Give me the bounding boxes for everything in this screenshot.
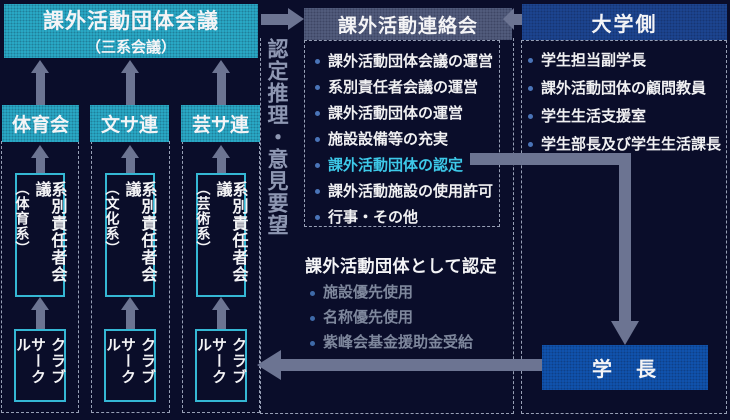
council-sublabel: （文化系） xyxy=(103,181,120,256)
list-item: 課外活動団体の顧問教員 xyxy=(524,74,724,102)
list-item: 行事・その他 xyxy=(304,204,500,230)
up-arrow-icon xyxy=(31,60,49,105)
certify-connector-horizontal xyxy=(470,153,631,165)
culture-council-box: 系別責任者会議 （文化系） xyxy=(103,173,158,297)
left-arrow-icon xyxy=(503,8,514,30)
sankei-council-subtitle: （三系会議） xyxy=(85,38,176,56)
culture-federation-label: 文サ連 xyxy=(100,114,158,136)
club-sublabel: サークル xyxy=(104,337,137,385)
certified-title: 課外活動団体として認定 xyxy=(305,257,497,277)
sankei-council-title: 課外活動団体会議 xyxy=(43,8,219,33)
list-item: 系別責任者会議の運営 xyxy=(304,74,500,100)
up-arrow-icon xyxy=(31,145,49,174)
list-item: 課外活動団体の運営 xyxy=(304,100,500,126)
renraku-title: 課外活動連絡会 xyxy=(337,14,478,37)
university-title: 大学側 xyxy=(591,11,658,36)
right-arrow-shaft xyxy=(261,14,289,25)
arts-council-box: 系別責任者会議 （芸術系） xyxy=(194,173,249,297)
list-item: 施設設備等の充実 xyxy=(304,126,500,152)
university-list: 学生担当副学長 課外活動団体の顧問教員 学生生活支援室 学生部長及び学生生活課長 xyxy=(524,46,724,158)
down-arrow-icon xyxy=(611,321,639,345)
culture-federation-box: 文サ連 xyxy=(90,105,169,142)
list-item: 課外活動団体会議の運営 xyxy=(304,48,500,74)
up-arrow-icon xyxy=(212,297,230,330)
up-arrow-icon xyxy=(121,297,139,330)
club-sublabel: サークル xyxy=(14,337,47,385)
right-arrow-icon xyxy=(288,8,304,30)
list-item: 名称優先使用 xyxy=(305,305,505,330)
up-arrow-icon xyxy=(121,60,139,105)
council-label: 系別責任者会議 xyxy=(32,181,68,283)
renraku-header: 課外活動連絡会 xyxy=(304,8,512,40)
sankei-council-box: 課外活動団体会議 （三系会議） xyxy=(4,4,258,58)
middle-outer-frame xyxy=(260,38,514,414)
list-item: 学生生活支援室 xyxy=(524,102,724,130)
flow-label-vertical: 認定推理・意見要望 xyxy=(265,38,290,236)
list-item: 学生担当副学長 xyxy=(524,46,724,74)
list-item-highlighted: 課外活動団体の認定 xyxy=(304,152,500,178)
certified-list: 施設優先使用 名称優先使用 紫峰会基金援助金受給 xyxy=(305,280,505,355)
council-label: 系別責任者会議 xyxy=(122,181,158,283)
list-item: 紫峰会基金援助金受給 xyxy=(305,330,505,355)
council-sublabel: （体育系） xyxy=(13,181,30,256)
list-item: 学生部長及び学生生活課長 xyxy=(524,130,724,158)
sports-club-box: クラブ サークル xyxy=(14,329,67,402)
arts-club-box: クラブ サークル xyxy=(195,329,248,402)
president-label: 学 長 xyxy=(592,357,658,381)
sports-federation-box: 体育会 xyxy=(2,105,79,142)
council-label: 系別責任者会議 xyxy=(213,181,249,283)
university-frame xyxy=(521,40,727,414)
club-label: クラブ xyxy=(49,337,67,385)
left-arrow-shaft xyxy=(514,14,523,25)
club-sublabel: サークル xyxy=(195,337,228,385)
club-label: クラブ xyxy=(230,337,248,385)
culture-club-box: クラブ サークル xyxy=(104,329,157,402)
sports-federation-label: 体育会 xyxy=(11,114,69,136)
president-box: 学 長 xyxy=(542,345,708,390)
president-arrow-shaft xyxy=(281,359,542,371)
arts-federation-label: 芸サ連 xyxy=(191,114,249,136)
left-arrowhead-icon xyxy=(257,350,281,380)
sports-council-box: 系別責任者会議 （体育系） xyxy=(13,173,68,297)
up-arrow-icon xyxy=(212,145,230,174)
arts-federation-box: 芸サ連 xyxy=(181,105,260,142)
university-header: 大学側 xyxy=(522,4,727,40)
club-label: クラブ xyxy=(139,337,157,385)
up-arrow-icon xyxy=(121,145,139,174)
certify-connector-vertical xyxy=(619,153,631,321)
up-arrow-icon xyxy=(31,297,49,330)
list-item: 施設優先使用 xyxy=(305,280,505,305)
council-sublabel: （芸術系） xyxy=(194,181,211,256)
renraku-list: 課外活動団体会議の運営 系別責任者会議の運営 課外活動団体の運営 施設設備等の充… xyxy=(304,48,500,230)
up-arrow-icon xyxy=(212,60,230,105)
list-item: 課外活動施設の使用許可 xyxy=(304,178,500,204)
renraku-list-frame xyxy=(304,40,500,227)
